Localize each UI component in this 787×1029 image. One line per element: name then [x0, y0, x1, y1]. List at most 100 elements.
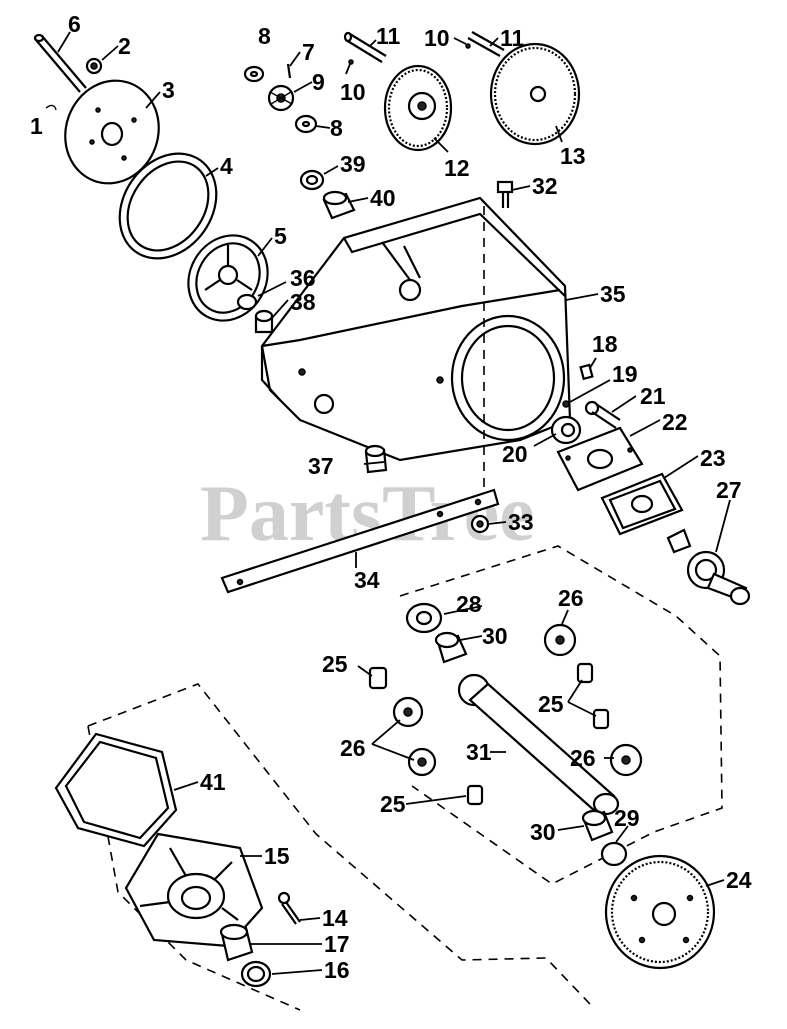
- callout-19: 19: [612, 361, 638, 387]
- part-29-washer[interactable]: [600, 841, 628, 867]
- part-26-pinion-top[interactable]: [543, 623, 577, 657]
- callout-36: 36: [290, 265, 316, 291]
- callout-labels: 6 2 3 1 4 5 36 38 8 7 9 8 10 11 10 11 12…: [30, 11, 752, 983]
- callout-9: 9: [312, 69, 325, 95]
- part-31-shaft[interactable]: [457, 673, 620, 816]
- part-30-bushing-top[interactable]: [434, 631, 468, 664]
- part-25-pin-left-top[interactable]: [368, 666, 388, 690]
- callout-8a: 8: [258, 23, 271, 49]
- part-9-gear[interactable]: [267, 84, 295, 112]
- callout-7: 7: [302, 39, 315, 65]
- part-17-bushing[interactable]: [219, 923, 254, 962]
- part-25-pin-left-bottom[interactable]: [466, 784, 484, 806]
- part-11-pin-left[interactable]: [343, 31, 387, 63]
- part-4-gasket[interactable]: [100, 135, 236, 277]
- callout-25c: 25: [380, 791, 406, 817]
- group-outline-differential: [399, 545, 723, 885]
- leader-lines: [57, 31, 731, 975]
- callout-11b: 11: [500, 25, 525, 51]
- callout-28: 28: [456, 591, 482, 617]
- callout-27: 27: [716, 477, 742, 503]
- part-41-gasket[interactable]: [54, 732, 178, 848]
- part-21-bolt[interactable]: [584, 400, 621, 429]
- callout-25b: 25: [538, 691, 564, 717]
- part-28-washer[interactable]: [405, 602, 443, 634]
- part-40-bushing[interactable]: [322, 190, 356, 220]
- callout-20: 20: [502, 441, 528, 467]
- part-1-clip[interactable]: [45, 104, 57, 111]
- part-13-gear[interactable]: [489, 42, 581, 146]
- callout-5: 5: [274, 223, 287, 249]
- part-6-pin[interactable]: [33, 33, 87, 93]
- part-33-nut[interactable]: [470, 514, 490, 534]
- callout-31: 31: [466, 739, 492, 765]
- part-11-pin-right[interactable]: [467, 31, 505, 57]
- callout-21: 21: [640, 383, 666, 409]
- part-25-pin-right-a[interactable]: [576, 662, 594, 684]
- part-23-gasket[interactable]: [600, 472, 684, 536]
- part-26-pinion-left-lower[interactable]: [407, 747, 437, 777]
- callout-10a: 10: [340, 79, 366, 105]
- callout-40: 40: [370, 185, 396, 211]
- part-15-cover[interactable]: [124, 832, 264, 948]
- part-36-bushing[interactable]: [236, 293, 258, 311]
- callout-29: 29: [614, 805, 640, 831]
- callout-30a: 30: [482, 623, 508, 649]
- part-10-key-left[interactable]: [348, 59, 354, 65]
- part-10-key-right[interactable]: [465, 43, 471, 49]
- part-22-plate[interactable]: [556, 426, 644, 492]
- part-14-bolt[interactable]: [277, 891, 301, 925]
- callout-16: 16: [324, 957, 350, 983]
- callout-8b: 8: [330, 115, 343, 141]
- callout-38: 38: [290, 289, 316, 315]
- callout-13: 13: [560, 143, 586, 169]
- part-26-pinion-right[interactable]: [609, 743, 643, 777]
- part-19-ball[interactable]: [562, 400, 570, 408]
- callout-30b: 30: [530, 819, 556, 845]
- part-37-bushing[interactable]: [364, 444, 388, 474]
- part-8-washer-bottom[interactable]: [294, 114, 318, 134]
- callout-39: 39: [340, 151, 366, 177]
- callout-41: 41: [200, 769, 226, 795]
- callout-33: 33: [508, 509, 534, 535]
- callout-10b: 10: [424, 25, 450, 51]
- part-39-washer[interactable]: [299, 169, 325, 191]
- callout-3: 3: [162, 77, 175, 103]
- part-32-bolt[interactable]: [496, 180, 514, 208]
- part-18-key[interactable]: [579, 363, 594, 381]
- callout-26b: 26: [340, 735, 366, 761]
- callout-24: 24: [726, 867, 752, 893]
- callout-1: 1: [30, 113, 43, 139]
- part-12-gear[interactable]: [383, 64, 453, 152]
- part-7-pin[interactable]: [286, 63, 292, 79]
- callout-4: 4: [220, 153, 233, 179]
- part-30-bushing-bottom[interactable]: [581, 809, 614, 842]
- part-16-washer[interactable]: [240, 960, 272, 988]
- callout-25a: 25: [322, 651, 348, 677]
- part-20-bushing[interactable]: [550, 415, 582, 445]
- callout-26a: 26: [558, 585, 584, 611]
- part-38-bushing[interactable]: [254, 309, 274, 334]
- callout-11a: 11: [376, 23, 401, 49]
- callout-35: 35: [600, 281, 626, 307]
- callout-18: 18: [592, 331, 618, 357]
- callout-37: 37: [308, 453, 334, 479]
- callout-6: 6: [68, 11, 81, 37]
- part-26-pinion-left-upper[interactable]: [392, 696, 424, 728]
- callout-15: 15: [264, 843, 290, 869]
- part-24-ring-gear[interactable]: [604, 854, 716, 970]
- part-8-washer-top[interactable]: [243, 65, 265, 83]
- callout-26c: 26: [570, 745, 596, 771]
- callout-17: 17: [324, 931, 350, 957]
- part-35-housing[interactable]: [260, 196, 572, 490]
- part-34-strap[interactable]: [220, 488, 500, 594]
- callout-32: 32: [532, 173, 558, 199]
- part-3-plate[interactable]: [51, 67, 173, 196]
- callout-23: 23: [700, 445, 726, 471]
- part-27-shaft-gear[interactable]: [666, 528, 751, 606]
- callout-2: 2: [118, 33, 131, 59]
- callout-12: 12: [444, 155, 470, 181]
- part-25-pin-right-b[interactable]: [592, 708, 610, 730]
- part-2-nut[interactable]: [85, 57, 103, 75]
